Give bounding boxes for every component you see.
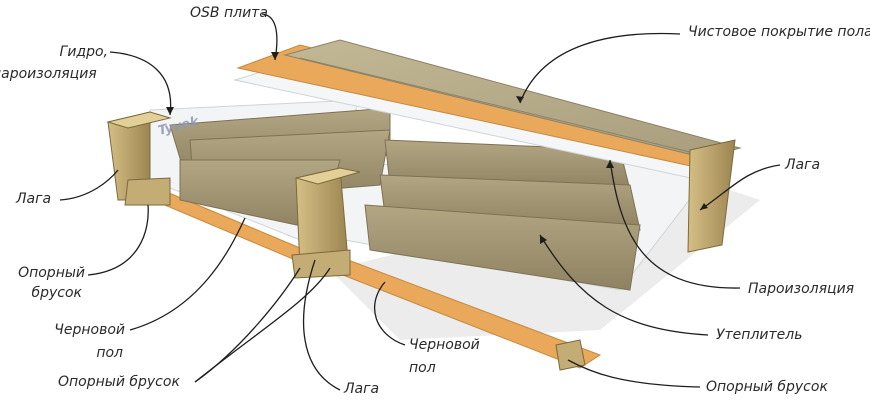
insulation-right-3 <box>364 204 641 291</box>
label-support-right: Опорный брусок <box>706 379 828 395</box>
label-hydro-line2: пароизоляция <box>0 66 97 82</box>
label-rough-left-line1: Черновой <box>54 322 125 338</box>
leader-support-bottom-2 <box>194 267 331 383</box>
label-osb-board: OSB плита <box>190 5 268 21</box>
finish-flooring-seam <box>299 57 716 159</box>
leader-support-left <box>87 204 149 276</box>
leader-rough-left <box>129 217 246 331</box>
label-rough-left-line2: пол <box>96 345 123 361</box>
label-support-bottom: Опорный брусок <box>58 374 180 390</box>
label-hydro-line1: Гидро, <box>59 44 108 60</box>
leader-lag-bottom <box>302 259 341 391</box>
label-support-left-line2: брусок <box>31 285 82 301</box>
leader-hydro <box>109 51 172 116</box>
support-beam-left <box>124 177 171 206</box>
leader-lag-left <box>59 169 119 201</box>
leader-vapor <box>609 159 741 289</box>
label-rough-mid-line2: пол <box>409 360 436 376</box>
leader-lag-right <box>699 164 781 211</box>
joist-left-top <box>106 111 172 129</box>
label-support-left-line1: Опорный <box>18 265 85 281</box>
leader-finish <box>519 32 681 104</box>
arrowheads <box>166 52 708 244</box>
finish-flooring <box>283 39 742 159</box>
joist-middle-top <box>295 167 361 185</box>
label-vapor-barrier: Пароизоляция <box>748 281 855 297</box>
label-lag-bottom: Лага <box>344 381 380 397</box>
joist-right <box>687 139 736 253</box>
leader-rough-mid <box>374 281 406 346</box>
label-insulation: Утеплитель <box>716 327 803 343</box>
support-beam-middle <box>291 249 351 279</box>
leader-support-bottom-1 <box>194 267 301 383</box>
label-lag-right: Лага <box>785 157 821 173</box>
leader-insulation <box>539 234 709 336</box>
label-lag-left: Лага <box>16 191 52 207</box>
leader-support-right <box>567 359 701 388</box>
label-finish-flooring: Чистовое покрытие пола <box>688 24 870 40</box>
support-beam-right <box>555 339 586 371</box>
label-rough-mid-line1: Черновой <box>409 337 480 353</box>
